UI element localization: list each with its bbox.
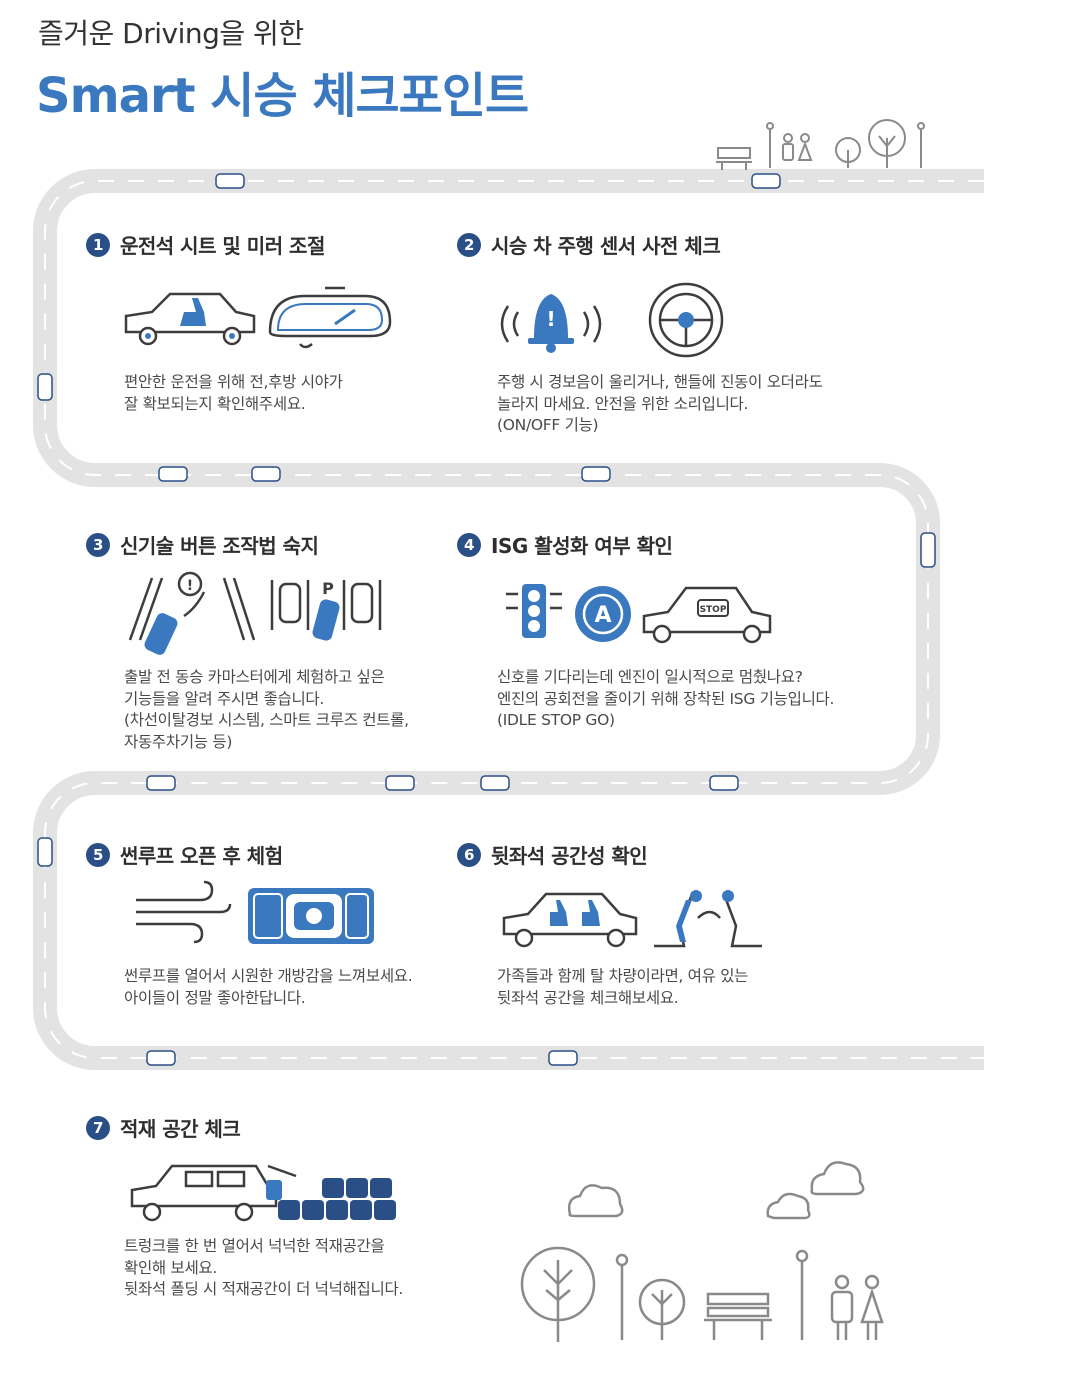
step-4-title: 4 ISG 활성화 여부 확인 <box>457 530 673 559</box>
wind-and-sunroof-car-icon <box>136 880 374 944</box>
header-subtitle: 즐거운 Driving을 위한 <box>38 17 304 50</box>
svg-text:!: ! <box>546 307 555 331</box>
desc-line: 놀라지 마세요. 안전을 위한 소리입니다. <box>497 394 749 413</box>
desc-line: (IDLE STOP GO) <box>497 711 615 729</box>
people-icon <box>830 1274 884 1340</box>
park-scene-illustration <box>520 1161 884 1342</box>
step-title-text: 시승 차 주행 센서 사전 체크 <box>491 234 721 258</box>
desc-line: 확인해 보세요. <box>124 1258 218 1277</box>
step-number: 5 <box>86 842 110 867</box>
step-5-description: 썬루프를 열어서 시원한 개방감을 느껴보세요. 아이들이 정말 좋아한답니다. <box>124 966 413 1009</box>
desc-line: 아이들이 정말 좋아한답니다. <box>124 988 306 1007</box>
parking-label: P <box>322 579 334 598</box>
page-title: Smart 시승 체크포인트 <box>36 68 529 124</box>
step-1-description: 편안한 운전을 위해 전,후방 시야가 잘 확보되는지 확인해주세요. <box>124 372 343 415</box>
step-number: 4 <box>457 532 481 557</box>
park-decoration-top <box>716 119 925 170</box>
step-7-description: 트렁크를 한 번 열어서 넉넉한 적재공간을 확인해 보세요. 뒷좌석 폴딩 시… <box>124 1236 403 1301</box>
road-car-icon <box>37 173 936 1066</box>
step-number: 7 <box>86 1115 110 1140</box>
desc-line: 잘 확보되는지 확인해주세요. <box>124 394 306 413</box>
desc-line: 엔진의 공회전을 줄이기 위해 장착된 ISG 기능입니다. <box>497 689 835 708</box>
step-number: 6 <box>457 842 481 867</box>
step-1-title: 1 운전석 시트 및 미러 조절 <box>86 230 325 259</box>
desc-line: 기능들을 알려 주시면 좋습니다. <box>124 689 324 708</box>
cloud-icon <box>810 1161 865 1196</box>
desc-line: 주행 시 경보음이 울리거나, 핸들에 진동이 오더라도 <box>497 373 823 391</box>
desc-line: 자동주차기능 등) <box>124 732 233 751</box>
step-2-description: 주행 시 경보음이 울리거나, 핸들에 진동이 오더라도 놀라지 마세요. 안전… <box>497 372 823 437</box>
alarm-and-steering-wheel-icon: ! <box>500 282 724 358</box>
desc-line: 편안한 운전을 위해 전,후방 시야가 <box>124 373 343 391</box>
car-seat-and-mirror-icon <box>124 286 392 349</box>
step-number: 3 <box>86 532 110 557</box>
lane-assist-and-parking-icon: ! P <box>128 571 382 655</box>
rear-seat-space-icon <box>502 890 762 948</box>
step-title-text: 썬루프 오픈 후 체험 <box>120 844 283 868</box>
desc-line: 뒷좌석 폴딩 시 적재공간이 더 넉넉해집니다. <box>124 1280 404 1298</box>
step-title-text: 신기술 버튼 조작법 숙지 <box>120 534 319 558</box>
step-3-title: 3 신기술 버튼 조작법 숙지 <box>86 530 319 559</box>
desc-line: 뒷좌석 공간을 체크해보세요. <box>497 988 679 1007</box>
bench-icon <box>704 1292 772 1340</box>
svg-text:!: ! <box>187 578 193 594</box>
desc-line: (차선이탈경보 시스템, 스마트 크루즈 컨트롤, <box>124 711 409 729</box>
step-4-description: 신호를 기다리는데 엔진이 일시적으로 멈췄나요? 엔진의 공회전을 줄이기 위… <box>497 667 834 732</box>
desc-line: 신호를 기다리는데 엔진이 일시적으로 멈췄나요? <box>497 668 803 686</box>
step-title-text: 운전석 시트 및 미러 조절 <box>120 234 325 258</box>
traffic-light-isg-car-icon: A STOP <box>506 584 772 644</box>
step-title-text: 적재 공간 체크 <box>120 1117 241 1141</box>
step-6-title: 6 뒷좌석 공간성 확인 <box>457 840 648 869</box>
desc-line: 가족들과 함께 탈 차량이라면, 여유 있는 <box>497 967 749 985</box>
step-3-description: 출발 전 동승 카마스터에게 체험하고 싶은 기능들을 알려 주시면 좋습니다.… <box>124 667 409 753</box>
cloud-icon <box>567 1184 624 1218</box>
trunk-cargo-icon <box>130 1164 396 1222</box>
cloud-icon <box>766 1192 811 1220</box>
step-title-text: 뒷좌석 공간성 확인 <box>491 844 648 868</box>
step-6-description: 가족들과 함께 탈 차량이라면, 여유 있는 뒷좌석 공간을 체크해보세요. <box>497 966 748 1009</box>
auto-label: A <box>594 603 611 628</box>
stop-label: STOP <box>700 605 727 615</box>
step-5-title: 5 썬루프 오픈 후 체험 <box>86 840 283 869</box>
desc-line: 트렁크를 한 번 열어서 넉넉한 적재공간을 <box>124 1237 385 1255</box>
step-title-text: ISG 활성화 여부 확인 <box>491 534 673 558</box>
desc-line: (ON/OFF 기능) <box>497 416 599 434</box>
step-2-title: 2 시승 차 주행 센서 사전 체크 <box>457 230 721 259</box>
step-number: 2 <box>457 232 481 257</box>
desc-line: 출발 전 동승 카마스터에게 체험하고 싶은 <box>124 668 385 686</box>
desc-line: 썬루프를 열어서 시원한 개방감을 느껴보세요. <box>124 967 413 985</box>
step-number: 1 <box>86 232 110 257</box>
step-7-title: 7 적재 공간 체크 <box>86 1113 241 1142</box>
